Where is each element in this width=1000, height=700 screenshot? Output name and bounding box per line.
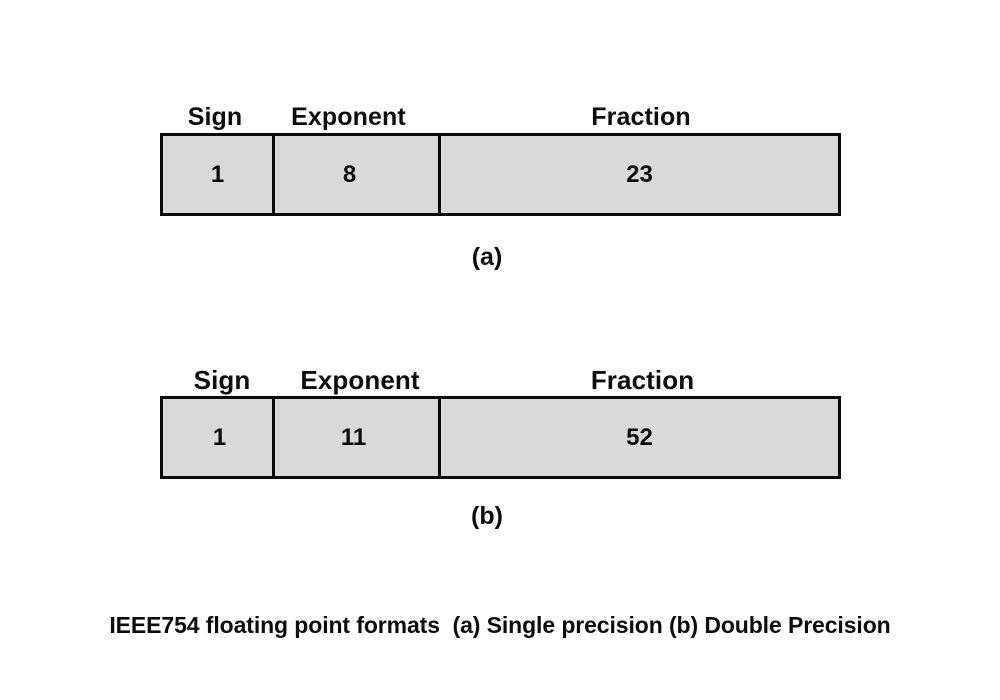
single-precision-cell-fraction: 23 — [438, 136, 838, 213]
double-precision-format-block: Sign Exponent Fraction 1 11 52 — [160, 347, 841, 479]
double-precision-exponent-bits: 11 — [340, 423, 367, 451]
single-precision-header-exponent: Exponent — [291, 103, 406, 131]
double-precision-header-sign: Sign — [193, 365, 251, 395]
single-precision-sub-caption: (a) — [471, 243, 503, 271]
single-precision-fraction-bits: 23 — [626, 160, 653, 188]
single-precision-exponent-bits: 8 — [342, 160, 357, 188]
double-precision-cell-fraction: 52 — [438, 399, 838, 476]
double-precision-header-exponent: Exponent — [300, 365, 420, 395]
single-precision-cell-exponent: 8 — [272, 136, 438, 213]
single-precision-header-fraction: Fraction — [591, 103, 691, 131]
single-precision-sign-bits: 1 — [210, 160, 225, 188]
single-precision-format-block: Sign Exponent Fraction 1 8 23 — [160, 84, 841, 216]
double-precision-fraction-bits: 52 — [626, 423, 653, 451]
double-precision-sign-bits: 1 — [212, 423, 227, 451]
double-precision-bitfield-table: 1 11 52 — [160, 396, 841, 479]
double-precision-header-fraction: Fraction — [590, 365, 695, 395]
double-precision-cell-exponent: 11 — [272, 399, 438, 476]
double-precision-sub-caption: (b) — [471, 502, 503, 530]
double-precision-cell-sign: 1 — [163, 399, 272, 476]
single-precision-field-header-row: Sign Exponent Fraction — [160, 84, 841, 130]
double-precision-field-header-row: Sign Exponent Fraction — [160, 347, 841, 393]
single-precision-bitfield-table: 1 8 23 — [160, 133, 841, 216]
figure-caption: IEEE754 floating point formats (a) Singl… — [109, 612, 891, 638]
single-precision-cell-sign: 1 — [163, 136, 272, 213]
single-precision-header-sign: Sign — [187, 103, 243, 131]
